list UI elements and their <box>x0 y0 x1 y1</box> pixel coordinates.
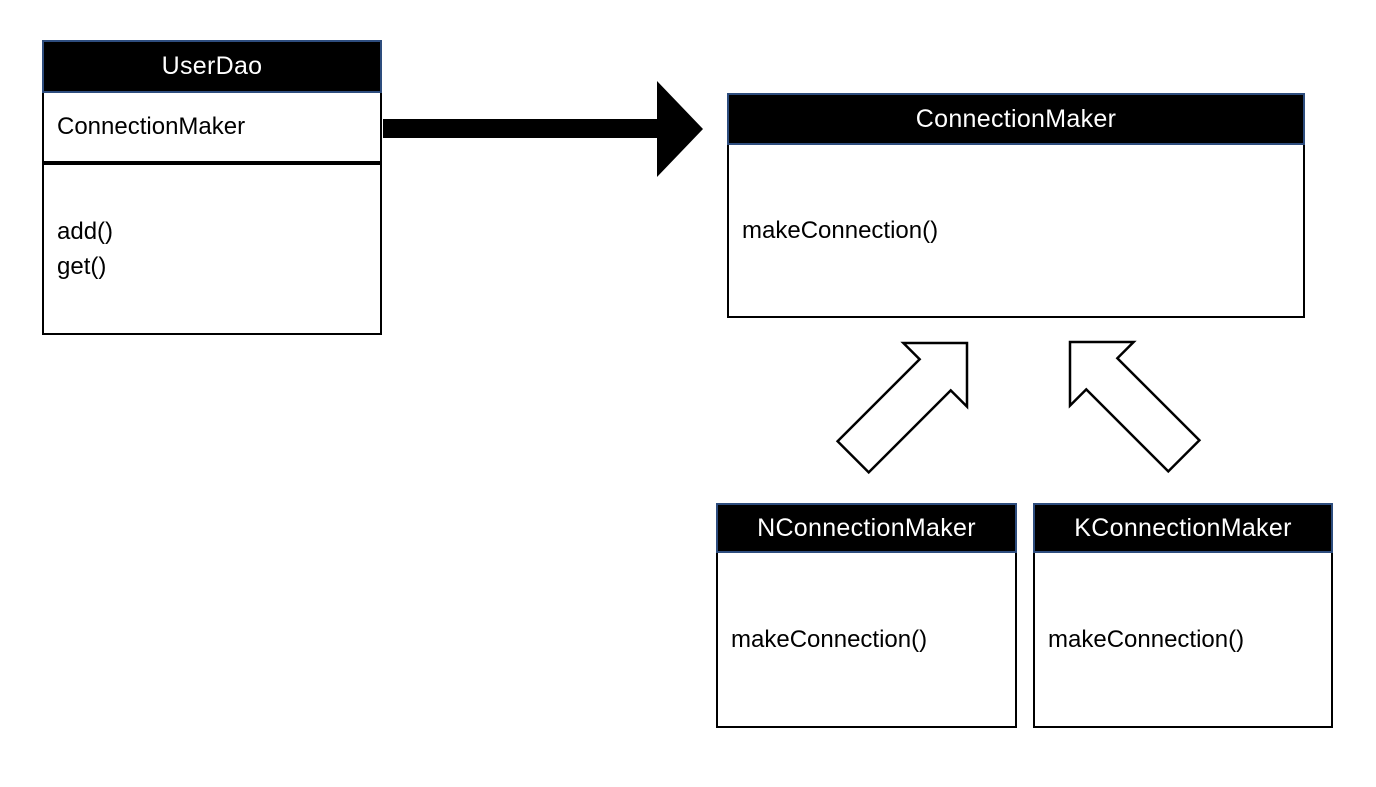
method-add: add() <box>57 218 114 245</box>
dependency-arrow-icon <box>383 81 703 177</box>
method-get: get() <box>57 253 107 280</box>
class-name-connectionmaker: ConnectionMaker <box>915 104 1117 133</box>
class-name-userdao: UserDao <box>161 52 263 80</box>
class-header-kconnectionmaker: KConnectionMaker <box>1033 503 1333 553</box>
method-makeconnection: makeConnection() <box>731 626 928 653</box>
class-header-connectionmaker: ConnectionMaker <box>727 93 1305 145</box>
method-section-kconnectionmaker: makeConnection() <box>1035 553 1331 726</box>
class-box-kconnectionmaker: KConnectionMaker makeConnection() <box>1033 503 1333 728</box>
generalization-arrow-right-icon <box>1068 340 1202 474</box>
generalization-arrow-left-icon <box>835 341 969 475</box>
class-box-userdao: UserDao ConnectionMaker add() get() <box>42 40 382 335</box>
class-box-nconnectionmaker: NConnectionMaker makeConnection() <box>716 503 1017 728</box>
class-box-connectionmaker: ConnectionMaker makeConnection() <box>727 93 1305 318</box>
method-section-userdao: add() get() <box>44 165 380 333</box>
class-header-userdao: UserDao <box>42 40 382 93</box>
method-makeconnection: makeConnection() <box>742 217 939 244</box>
method-section-nconnectionmaker: makeConnection() <box>718 553 1015 726</box>
method-section-connectionmaker: makeConnection() <box>729 145 1303 316</box>
method-makeconnection: makeConnection() <box>1048 626 1245 653</box>
attribute-connectionmaker: ConnectionMaker <box>57 113 246 140</box>
class-header-nconnectionmaker: NConnectionMaker <box>716 503 1017 553</box>
class-name-kconnectionmaker: KConnectionMaker <box>1074 513 1292 542</box>
attribute-section-userdao: ConnectionMaker <box>44 93 380 165</box>
class-name-nconnectionmaker: NConnectionMaker <box>757 513 976 542</box>
